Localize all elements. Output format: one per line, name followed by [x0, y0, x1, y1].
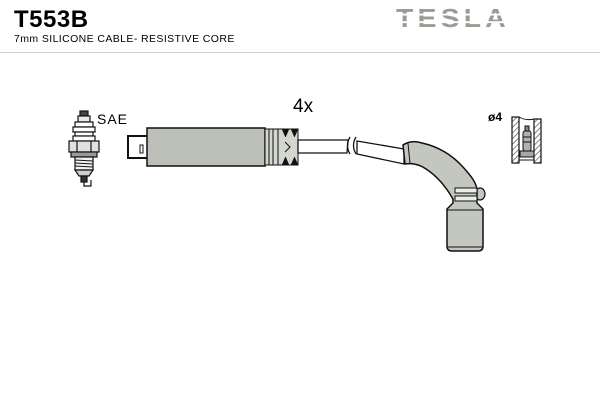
product-subtitle: 7mm SILICONE CABLE- RESISTIVE CORE: [14, 33, 235, 45]
header-divider: [0, 52, 600, 53]
part-number: T553B: [14, 6, 89, 33]
terminal-connector-icon: [511, 116, 542, 164]
logo-stripe: [393, 21, 513, 24]
quantity-label: 4x: [293, 96, 314, 117]
spark-plug-icon: [68, 110, 100, 187]
logo-stripe: [393, 13, 513, 16]
coil-boot-icon: [127, 127, 299, 167]
tesla-logo: TESLA: [393, 4, 513, 33]
sae-label: SAE: [97, 111, 129, 127]
cable-icon: [297, 136, 405, 165]
tesla-logo-text: TESLA: [396, 4, 510, 33]
plug-boot-icon: [402, 140, 486, 252]
terminal-diameter-label: ø4: [488, 110, 503, 124]
